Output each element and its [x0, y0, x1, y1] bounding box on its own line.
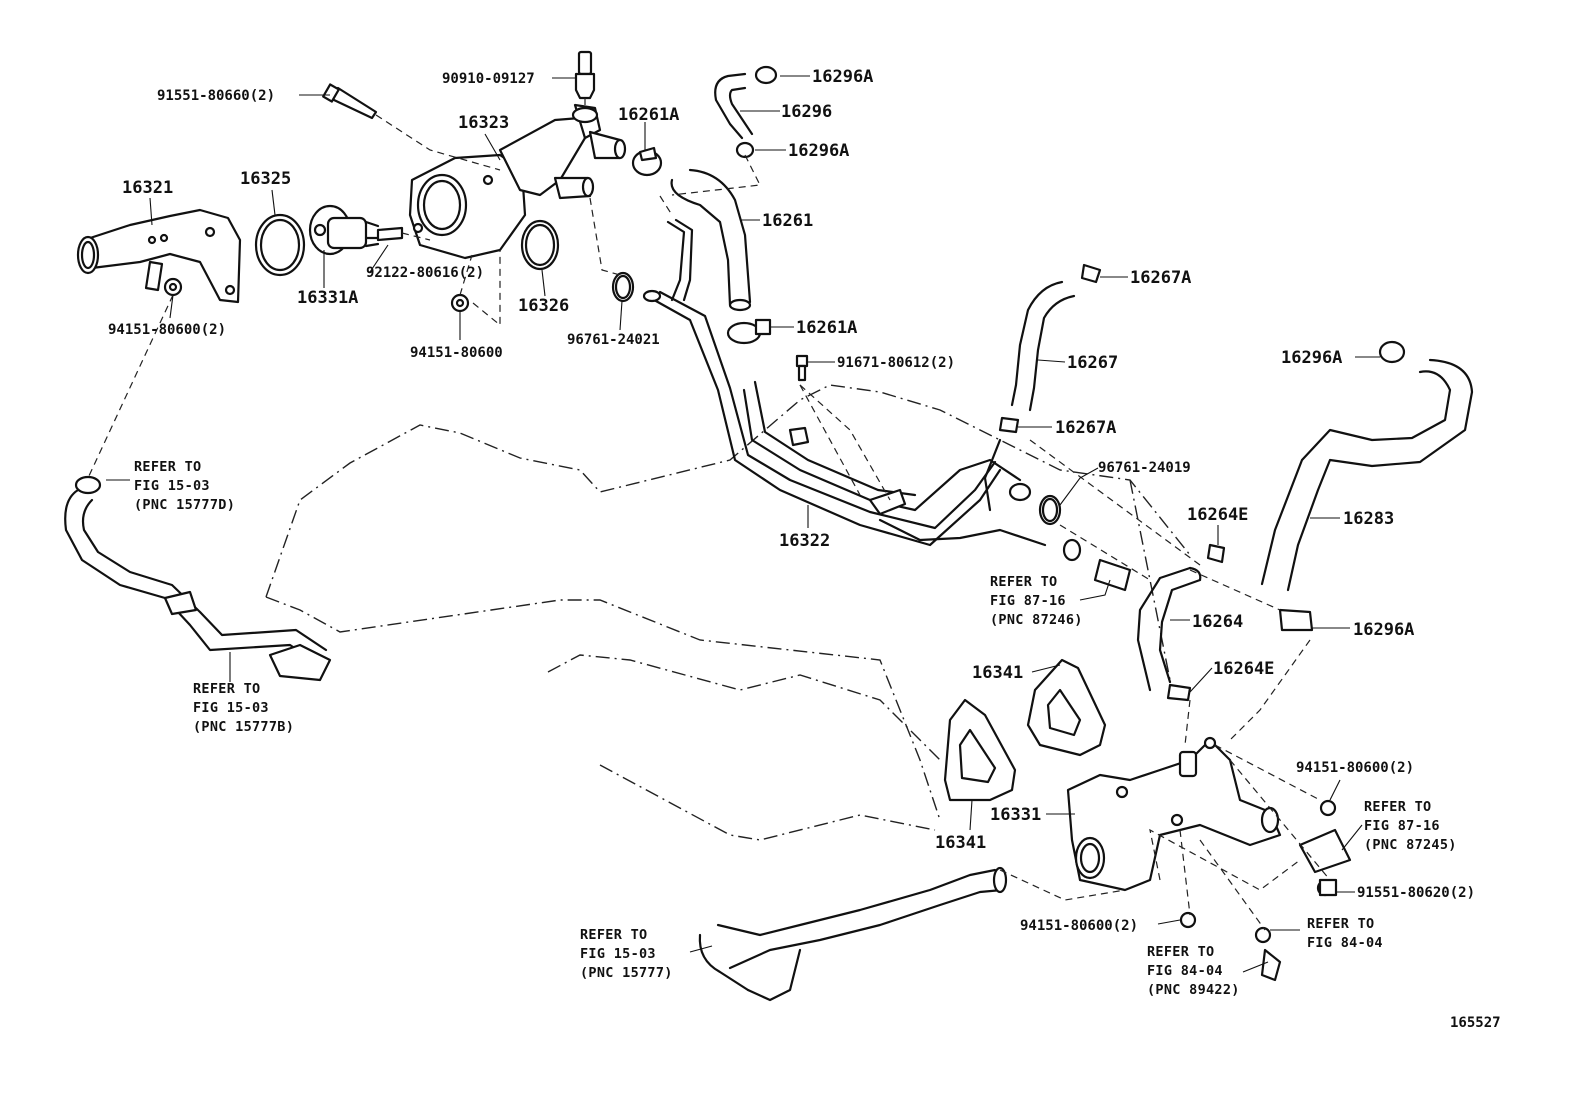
- label-16325: 16325: [240, 169, 291, 189]
- sensor-89422[interactable]: [1260, 948, 1282, 982]
- label-16264E-1: 16264E: [1187, 505, 1248, 525]
- hose-16296[interactable]: [714, 65, 778, 159]
- ref-15777B-line1: REFER TO: [193, 681, 260, 697]
- pipe-16322[interactable]: [642, 218, 1082, 562]
- hose-16267[interactable]: [998, 263, 1102, 434]
- label-16261A-top: 16261A: [618, 105, 679, 125]
- label-94151-80600-c: 94151-80600(2): [1296, 760, 1414, 776]
- label-94151-80600-d: 94151-80600(2): [1020, 918, 1138, 934]
- bolt-91551-80660[interactable]: [322, 83, 378, 120]
- label-16322: 16322: [779, 531, 830, 551]
- label-92122-80616: 92122-80616(2): [366, 265, 484, 281]
- ref-87245-line1: REFER TO: [1364, 799, 1431, 815]
- label-96761-24021: 96761-24021: [567, 332, 660, 348]
- label-16267: 16267: [1067, 353, 1118, 373]
- label-16331: 16331: [990, 805, 1041, 825]
- label-16323: 16323: [458, 113, 509, 133]
- label-91551-80620: 91551-80620(2): [1357, 885, 1475, 901]
- label-16321: 16321: [122, 178, 173, 198]
- label-91671-80612: 91671-80612(2): [837, 355, 955, 371]
- hose-ref-87246[interactable]: [1093, 558, 1132, 592]
- hose-ref-87245[interactable]: [1298, 828, 1352, 874]
- label-16331A: 16331A: [297, 288, 358, 308]
- label-16296: 16296: [781, 102, 832, 122]
- clamp-16261A-top[interactable]: [631, 146, 663, 177]
- ref-15777B-line2: FIG 15-03: [193, 700, 269, 716]
- hose-16264[interactable]: [1136, 543, 1226, 702]
- label-94151-80600-a: 94151-80600(2): [108, 322, 226, 338]
- connection-lines: [87, 98, 1331, 931]
- hose-ref-15777D[interactable]: [64, 475, 332, 682]
- water-inlet-16331[interactable]: [1066, 736, 1282, 892]
- ref-15777D-line1: REFER TO: [134, 459, 201, 475]
- ref-15777-line3: (PNC 15777): [580, 965, 673, 981]
- bolt-91551-80620[interactable]: [1316, 878, 1338, 897]
- clamp-16261A-mid[interactable]: [726, 318, 772, 345]
- hose-16283[interactable]: [1260, 340, 1474, 632]
- label-90910-09127: 90910-09127: [442, 71, 535, 87]
- nut-94151-center[interactable]: [450, 293, 470, 313]
- ref-15777D-line2: FIG 15-03: [134, 478, 210, 494]
- ref-84-04-line2: FIG 84-04: [1307, 935, 1383, 951]
- stud-92122[interactable]: [376, 226, 404, 242]
- hose-16261[interactable]: [670, 168, 752, 312]
- leader-lines: [106, 75, 1380, 973]
- ref-89422-line3: (PNC 89422): [1147, 982, 1240, 998]
- ref-84-04-line1: REFER TO: [1307, 916, 1374, 932]
- water-outlet-16323[interactable]: [408, 103, 627, 260]
- ref-89422-line1: REFER TO: [1147, 944, 1214, 960]
- label-16267A-2: 16267A: [1055, 418, 1116, 438]
- nut-94151-left[interactable]: [163, 277, 183, 297]
- oring-96761-24019[interactable]: [1038, 494, 1062, 526]
- label-16261: 16261: [762, 211, 813, 231]
- water-inlet-16321[interactable]: [76, 208, 242, 304]
- nut-94151-bottom[interactable]: [1179, 911, 1197, 929]
- ref-15777-line1: REFER TO: [580, 927, 647, 943]
- gasket-16341-lower[interactable]: [943, 698, 1017, 802]
- nut-94151-right[interactable]: [1319, 799, 1337, 817]
- oring-96761-24021[interactable]: [611, 271, 635, 303]
- ref-87245-line2: FIG 87-16: [1364, 818, 1440, 834]
- ref-15777-line2: FIG 15-03: [580, 946, 656, 962]
- label-16261A-mid: 16261A: [796, 318, 857, 338]
- label-16341-1: 16341: [972, 663, 1023, 683]
- label-16296A-1: 16296A: [812, 67, 873, 87]
- part-labels: 91551-80660(2) 90910-09127 16323 16261A …: [108, 67, 1501, 1031]
- label-16296A-2: 16296A: [788, 141, 849, 161]
- label-91551-80660: 91551-80660(2): [157, 88, 275, 104]
- label-96761-24019: 96761-24019: [1098, 460, 1191, 476]
- gasket-16341-upper[interactable]: [1026, 658, 1107, 757]
- washer-84-04[interactable]: [1254, 926, 1272, 944]
- reference-labels: REFER TO FIG 15-03 (PNC 15777D) REFER TO…: [134, 459, 1457, 998]
- label-94151-80600-b: 94151-80600: [410, 345, 503, 361]
- label-16283: 16283: [1343, 509, 1394, 529]
- label-16326: 16326: [518, 296, 569, 316]
- label-16267A-1: 16267A: [1130, 268, 1191, 288]
- diagram-number: 165527: [1450, 1015, 1501, 1031]
- ref-87246-line2: FIG 87-16: [990, 593, 1066, 609]
- gasket-16325[interactable]: [254, 213, 306, 277]
- ref-87246-line1: REFER TO: [990, 574, 1057, 590]
- label-16296A-4: 16296A: [1353, 620, 1414, 640]
- label-16296A-3: 16296A: [1281, 348, 1342, 368]
- ref-15777B-line3: (PNC 15777B): [193, 719, 294, 735]
- gasket-16326[interactable]: [520, 219, 560, 271]
- label-16264E-2: 16264E: [1213, 659, 1274, 679]
- label-16341-2: 16341: [935, 833, 986, 853]
- ref-89422-line2: FIG 84-04: [1147, 963, 1223, 979]
- sensor-90910[interactable]: [574, 50, 596, 100]
- engine-outline: [265, 384, 1191, 841]
- bolt-91671[interactable]: [795, 354, 809, 382]
- ref-15777D-line3: (PNC 15777D): [134, 497, 235, 513]
- ref-87246-line3: (PNC 87246): [990, 612, 1083, 628]
- thermostat-16331A[interactable]: [308, 204, 380, 256]
- ref-87245-line3: (PNC 87245): [1364, 837, 1457, 853]
- hose-ref-15777[interactable]: [698, 866, 1008, 1002]
- label-16264: 16264: [1192, 612, 1243, 632]
